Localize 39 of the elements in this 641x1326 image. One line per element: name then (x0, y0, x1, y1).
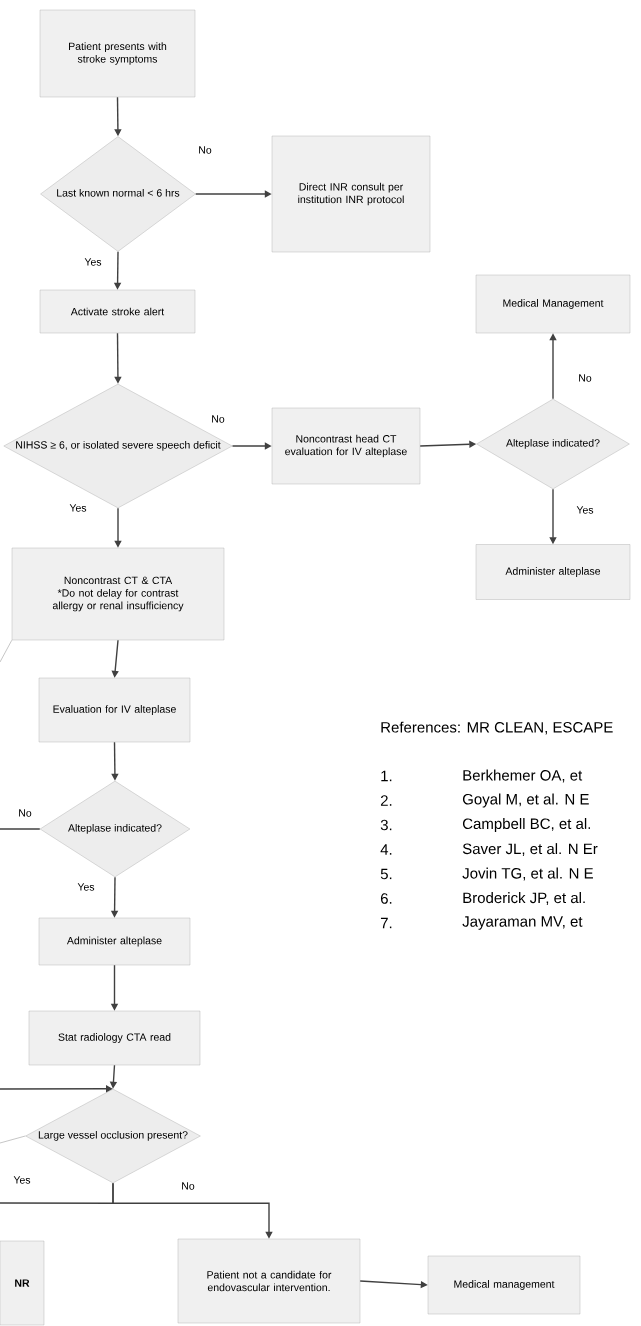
process-box: Medical Management (475, 274, 631, 334)
reference-text: Jovin TG, et al. N E (462, 867, 593, 881)
edge-label: Yes (83, 257, 103, 267)
process-box: Administer alteplase (38, 917, 191, 966)
reference-text: Goyal M, et al. N E (462, 793, 589, 808)
reference-text: Berkhemer OA, et (463, 769, 583, 783)
reference-number: 1. (381, 770, 392, 782)
edge-label: No (210, 414, 226, 424)
process-box: Noncontrast head CT evaluation for IV alteplase (271, 407, 421, 485)
reference-text: Saver JL, et al. N Er (462, 843, 598, 856)
reference-text: Campbell BC, et al. (462, 818, 590, 832)
edge-label: No (17, 808, 33, 818)
reference-number: 3. (380, 819, 392, 831)
process-box: NR (0, 1240, 45, 1326)
reference-text: Broderick JP, et al. (463, 892, 585, 905)
reference-number: 7. (380, 917, 392, 929)
edge-label: No (577, 373, 593, 383)
reference-heading: References: MR CLEAN, ESCAPE (381, 721, 613, 735)
connector-line (0, 639, 13, 663)
connector-line (0, 1135, 26, 1144)
process-box: Patient presents with stroke symptoms (39, 9, 196, 98)
arrow (0, 1085, 113, 1093)
process-box: Medical management (427, 1255, 581, 1315)
process-box: Administer alteplase (475, 544, 631, 600)
process-box: Evaluation for IV alteplase (38, 677, 191, 743)
edge-label: No (197, 145, 213, 155)
reference-number: 5. (380, 868, 392, 880)
reference-number: 6. (380, 893, 392, 904)
process-box: Direct INR consult per institution INR protocol (271, 135, 431, 253)
process-box: Patient not a candidate for endovascular intervention. (177, 1238, 361, 1324)
reference-text: Jayaraman MV, et (462, 916, 583, 930)
edge-label: Yes (76, 882, 96, 892)
edge-label: No (180, 1181, 196, 1191)
edge-label: Yes (575, 505, 595, 515)
process-box: Activate stroke alert (39, 289, 196, 334)
process-box: Noncontrast CT & CTA *Do not delay for contrast allergy or renal insufficiency (11, 547, 225, 641)
reference-number: 2. (380, 795, 392, 806)
process-box: Stat radiology CTA read (28, 1010, 201, 1066)
reference-number: 4. (380, 844, 392, 855)
